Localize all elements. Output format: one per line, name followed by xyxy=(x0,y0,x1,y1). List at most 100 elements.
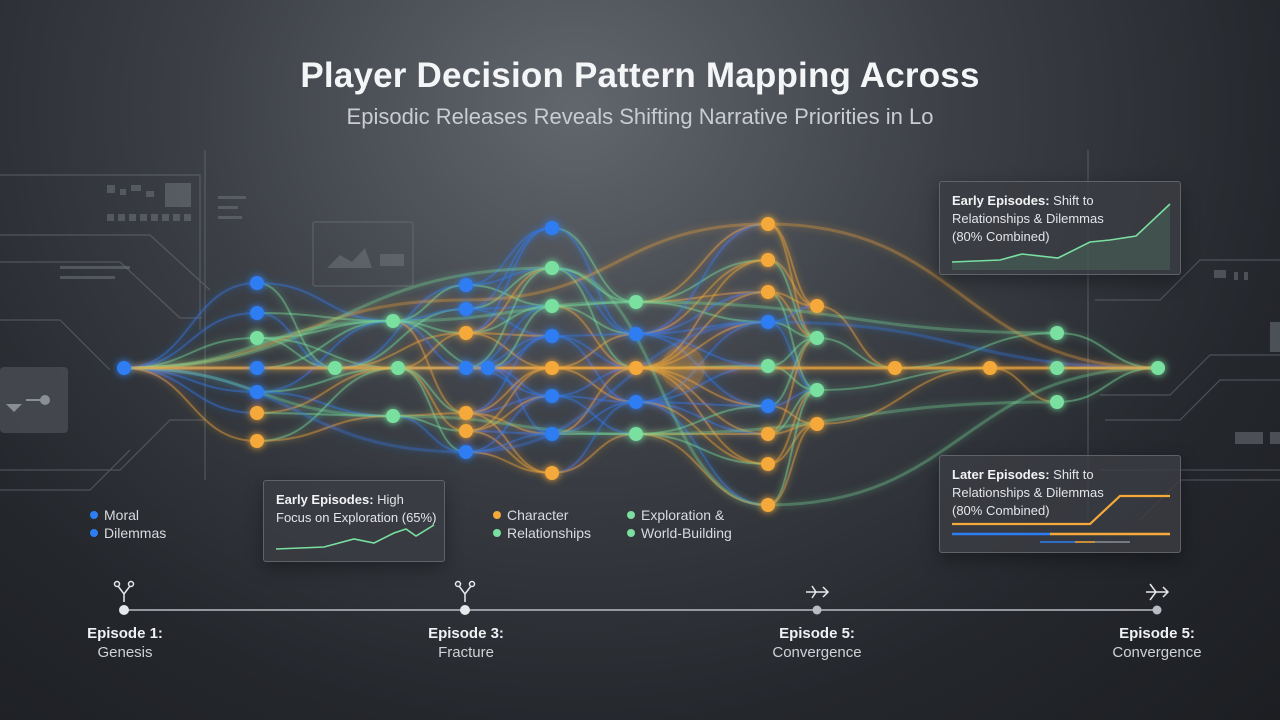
flow-edge xyxy=(256,320,394,393)
flow-edge xyxy=(635,400,1058,436)
flow-node xyxy=(250,434,264,448)
flow-edge xyxy=(551,267,637,369)
timeline-episode-5b-name: Episode 5: xyxy=(1119,625,1195,642)
callout-later-shift-heading-rest: Shift to xyxy=(1049,467,1094,482)
flow-node xyxy=(391,361,405,375)
timeline-episode-1-name: Episode 1: xyxy=(87,625,163,642)
flow-node xyxy=(761,253,775,267)
flow-node xyxy=(761,457,775,471)
flow-edge xyxy=(635,223,769,335)
flow-edge xyxy=(635,300,1058,335)
flow-edge xyxy=(397,367,467,453)
flow-node xyxy=(545,361,559,375)
flow-node xyxy=(545,389,559,403)
flow-edge xyxy=(334,284,467,369)
flow-node xyxy=(117,361,131,375)
flow-node xyxy=(761,315,775,329)
callout-early-exploration-heading-rest: High xyxy=(373,492,404,507)
flow-edge xyxy=(551,266,769,507)
flow-node xyxy=(459,361,473,375)
flow-edge xyxy=(392,300,637,323)
branch-split-icon xyxy=(454,580,476,602)
callout-later-shift-line2: Relationships & Dilemmas xyxy=(952,485,1104,500)
timeline-marker-3 xyxy=(812,605,822,615)
flow-edge xyxy=(256,282,336,369)
flow-node xyxy=(629,327,643,341)
flow-node xyxy=(545,329,559,343)
flow-node xyxy=(481,361,495,375)
flow-edge xyxy=(465,222,769,302)
flow-edge xyxy=(465,367,553,432)
legend-exploration: Exploration & World-Building xyxy=(627,506,732,542)
flow-node xyxy=(761,427,775,441)
callout-early-shift: Early Episodes: Shift to Relationships &… xyxy=(939,181,1181,275)
flow-edge xyxy=(123,282,258,369)
flow-edge xyxy=(256,282,394,322)
callout-early-shift-heading-rest: Shift to xyxy=(1049,193,1094,208)
legend-moral-dot-2 xyxy=(90,529,98,537)
flow-edge xyxy=(123,266,553,370)
legend-character: Character Relationships xyxy=(493,506,591,542)
timeline-marker-4 xyxy=(1152,605,1162,615)
flow-node xyxy=(459,302,473,316)
callout-later-shift: Later Episodes: Shift to Relationships &… xyxy=(939,455,1181,553)
flow-node xyxy=(761,285,775,299)
flow-node xyxy=(761,399,775,413)
flow-node xyxy=(761,217,775,231)
flow-edge xyxy=(123,312,258,369)
page-title: Player Decision Pattern Mapping Across xyxy=(300,56,980,95)
legend-moral-line1: Moral xyxy=(104,507,140,523)
flow-edge xyxy=(635,333,769,367)
flow-edge xyxy=(635,223,769,303)
legend-exploration-dot-2 xyxy=(627,529,635,537)
legend-moral-line2: Dilemmas xyxy=(104,525,167,541)
timeline-episode-5a-name: Episode 5: xyxy=(779,625,855,642)
callout-early-exploration: Early Episodes: High Focus on Exploratio… xyxy=(263,480,445,562)
flow-edge xyxy=(767,222,1159,370)
flow-node xyxy=(250,331,264,345)
timeline-episode-5b-sub: Convergence xyxy=(1112,644,1202,661)
legend-exploration-line2: World-Building xyxy=(641,525,732,541)
callout-early-exploration-line2: Focus on Exploration (65%) xyxy=(276,510,437,525)
legend-exploration-line1: Exploration & xyxy=(641,507,725,523)
flow-edge xyxy=(767,337,818,435)
timeline-label-episode-3: Episode 3: Fracture xyxy=(386,624,546,662)
flow-node xyxy=(983,361,997,375)
merge-arrow-icon xyxy=(806,585,830,599)
legend-character-line2: Relationships xyxy=(507,525,592,541)
flow-node xyxy=(386,314,400,328)
flow-edge xyxy=(767,389,818,506)
callout-later-shift-bars xyxy=(952,494,1170,543)
flow-node xyxy=(328,361,342,375)
flow-node xyxy=(459,424,473,438)
callout-early-shift-line3: (80% Combined) xyxy=(952,229,1050,244)
callout-early-exploration-heading: Early Episodes: xyxy=(276,492,374,507)
timeline-label-episode-1: Episode 1: Genesis xyxy=(45,624,205,662)
flow-node xyxy=(250,276,264,290)
flow-edge xyxy=(465,267,553,369)
legend-character-dot xyxy=(493,511,501,519)
callout-early-shift-heading: Early Episodes: xyxy=(952,193,1050,208)
flow-node xyxy=(459,278,473,292)
flow-edge xyxy=(767,423,818,506)
flow-node xyxy=(629,361,643,375)
timeline-label-episode-5a: Episode 5: Convergence xyxy=(737,624,897,662)
flow-edge xyxy=(123,367,258,442)
flow-node xyxy=(888,361,902,375)
flow-edge xyxy=(635,259,769,335)
legend-exploration-dot xyxy=(627,511,635,519)
flow-edge xyxy=(256,312,336,369)
flow-node xyxy=(629,395,643,409)
flow-edge xyxy=(767,366,1159,507)
flow-node xyxy=(1050,361,1064,375)
flow-node xyxy=(1151,361,1165,375)
flow-edge xyxy=(551,433,637,474)
central-hub-glow xyxy=(661,346,705,390)
flow-node xyxy=(545,221,559,235)
flow-node xyxy=(545,427,559,441)
flow-edge xyxy=(635,259,769,369)
flow-edge xyxy=(816,305,896,369)
flow-node xyxy=(810,299,824,313)
